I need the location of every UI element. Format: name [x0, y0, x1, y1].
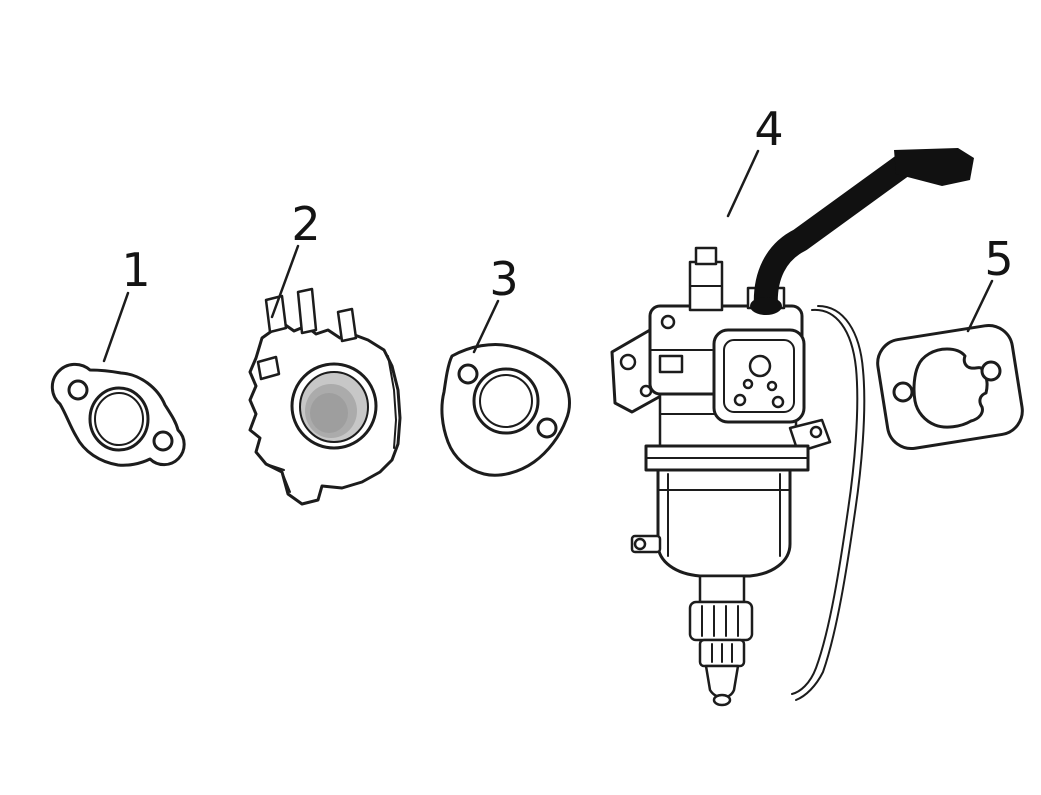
bracket-hole — [809, 425, 823, 439]
gasket-center-hole — [472, 367, 540, 435]
nut-facet-lines — [711, 643, 733, 663]
gasket-center-hole — [88, 386, 150, 452]
callout-label: 1 — [121, 243, 150, 297]
float-bowl — [656, 468, 792, 578]
bolt-hole — [892, 381, 914, 403]
bolt-hole — [980, 360, 1002, 382]
leader-line — [726, 149, 760, 218]
leader-line — [102, 291, 130, 363]
edge-thickness-line — [387, 355, 398, 449]
callout-label: 5 — [984, 232, 1013, 286]
part-4-carburetor — [610, 148, 974, 707]
foot-edge-line — [265, 463, 291, 493]
choke-tower-cap — [694, 246, 718, 266]
screw-head — [733, 393, 747, 407]
bowl-bolt-head — [633, 537, 647, 551]
mounting-stud — [336, 307, 358, 343]
bracket-hole — [619, 353, 637, 371]
jet-hole — [766, 380, 778, 392]
leader-line — [472, 299, 500, 354]
part-2-insulator — [248, 287, 402, 506]
callout-1: 1 — [102, 243, 151, 363]
callout-label: 3 — [489, 252, 518, 306]
bolt-hole — [152, 430, 174, 452]
drain-stem — [698, 574, 746, 604]
bolt-hole — [536, 417, 558, 439]
drain-tip-end — [712, 693, 732, 707]
callout-label: 4 — [754, 102, 783, 156]
gasket-center-hole-inner-ring — [94, 392, 144, 446]
mounting-stud — [264, 294, 288, 334]
fuel-line — [791, 308, 859, 695]
part-1-gasket — [50, 362, 186, 467]
fuel-inlet-tube — [753, 156, 910, 309]
fuel-inlet-tube-base — [750, 297, 782, 315]
callout-3: 3 — [472, 252, 519, 354]
drum-knurl-lines — [701, 605, 739, 637]
idle-port — [658, 354, 684, 374]
drain-tip — [704, 664, 740, 699]
part-3-gasket — [440, 342, 571, 477]
gasket-center-opening — [912, 347, 989, 429]
bolt-hole — [67, 379, 89, 401]
jet-hole — [742, 378, 754, 390]
fuel-inlet-tube-tip — [894, 148, 974, 186]
fuel-line — [795, 305, 866, 701]
leader-line — [966, 279, 994, 333]
leader-line — [270, 244, 300, 319]
drain-drum — [688, 600, 754, 642]
part-5-gasket — [876, 323, 1024, 451]
bolt-hole — [457, 363, 479, 385]
callout-2: 2 — [270, 197, 321, 319]
screw-head — [771, 395, 785, 409]
side-slot — [256, 355, 281, 381]
callout-label: 2 — [291, 197, 320, 251]
venturi-orifice — [748, 354, 772, 378]
screw-head — [660, 314, 676, 330]
carb-faceplate-inner-ring — [723, 339, 795, 413]
mounting-stud — [296, 287, 318, 335]
callout-5: 5 — [966, 232, 1014, 333]
gasket-center-hole-inner-ring — [479, 374, 533, 428]
callout-4: 4 — [726, 102, 784, 218]
insulator-bore-shade-deep — [310, 393, 348, 433]
